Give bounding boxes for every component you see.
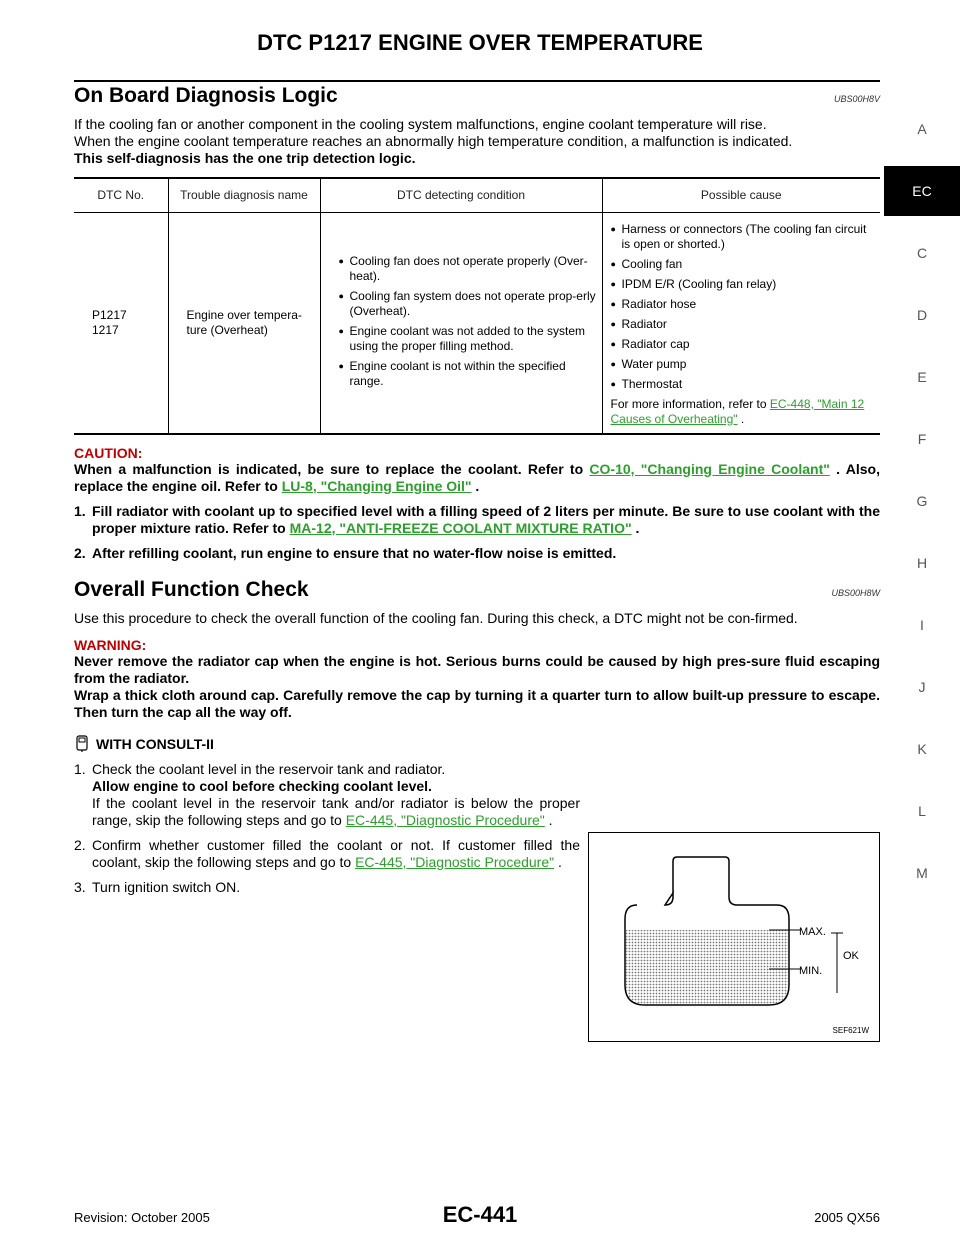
- warning-label: WARNING:: [74, 636, 147, 653]
- model-year: 2005 QX56: [814, 1210, 880, 1225]
- reservoir-tank-illustration: MAX. MIN. OK: [624, 856, 860, 1006]
- section-code: UBS00H8V: [833, 94, 880, 104]
- list-item: Thermostat: [611, 377, 877, 392]
- tab-j[interactable]: J: [918, 679, 926, 695]
- check-steps: 1. Check the coolant level in the reserv…: [74, 761, 580, 896]
- list-item: 3.Turn ignition switch ON.: [74, 878, 241, 895]
- table-row: P1217 1217 Engine over tempera-ture (Ove…: [74, 212, 880, 435]
- col-trouble-name: Trouble diagnosis name: [167, 177, 320, 213]
- link-lu-8[interactable]: LU-8, "Changing Engine Oil": [281, 477, 472, 494]
- list-item: 2.After refilling coolant, run engine to…: [74, 544, 617, 561]
- list-item: Radiator hose: [611, 297, 877, 312]
- list-item: Radiator cap: [611, 337, 877, 352]
- list-item: Water pump: [611, 357, 877, 372]
- list-item: 2.Confirm whether customer filled the co…: [74, 836, 580, 870]
- cell-name: Engine over tempera-ture (Overheat): [167, 212, 320, 435]
- consult-heading: WITH CONSULT-II: [74, 734, 880, 753]
- more-info: For more information, refer to EC-448, "…: [610, 396, 865, 426]
- page-number: EC-441: [442, 1202, 518, 1227]
- tab-g[interactable]: G: [916, 493, 928, 509]
- caution-label: CAUTION:: [74, 444, 143, 461]
- paragraph: Use this procedure to check the overall …: [74, 609, 798, 626]
- list-item: Cooling fan: [611, 257, 877, 272]
- list-item: IPDM E/R (Cooling fan relay): [611, 277, 877, 292]
- link-ma-12[interactable]: MA-12, "ANTI-FREEZE COOLANT MIXTURE RATI…: [289, 519, 632, 536]
- dtc-code-alt: 1217: [92, 322, 119, 337]
- ok-label: OK: [843, 950, 860, 962]
- col-detecting-condition: DTC detecting condition: [319, 177, 602, 213]
- list-item: Engine coolant was not added to the syst…: [339, 324, 598, 354]
- paragraph: If the cooling fan or another component …: [74, 116, 767, 132]
- table-header-row: DTC No. Trouble diagnosis name DTC detec…: [74, 177, 880, 213]
- paragraph-bold: This self-diagnosis has the one trip det…: [74, 150, 416, 166]
- cell-causes: Harness or connectors (The cooling fan c…: [601, 212, 880, 435]
- section-code: UBS00H8W: [831, 587, 880, 598]
- title-rule: [74, 80, 880, 82]
- col-possible-cause: Possible cause: [601, 177, 880, 213]
- list-item: Radiator: [611, 317, 877, 332]
- consult-tool-icon: [76, 734, 88, 752]
- main-content: On Board Diagnosis Logic UBS00H8V If the…: [74, 84, 880, 896]
- list-item: Cooling fan does not operate properly (O…: [339, 254, 598, 284]
- link-co-10[interactable]: CO-10, "Changing Engine Coolant": [589, 460, 830, 477]
- page-title: DTC P1217 ENGINE OVER TEMPERATURE: [257, 30, 703, 55]
- max-label: MAX.: [799, 926, 826, 938]
- tab-e[interactable]: E: [917, 369, 927, 385]
- section-tabs: A EC C D E F G H I J K L M: [884, 98, 960, 904]
- link-ec-445[interactable]: EC-445, "Diagnostic Procedure": [355, 853, 555, 870]
- tab-c[interactable]: C: [916, 245, 928, 261]
- warning-text: Never remove the radiator cap when the e…: [74, 652, 880, 686]
- min-label: MIN.: [799, 965, 822, 977]
- tab-l[interactable]: L: [918, 803, 926, 819]
- tab-i[interactable]: I: [920, 617, 924, 633]
- dtc-code: P1217: [92, 307, 127, 322]
- cell-conditions: Cooling fan does not operate properly (O…: [319, 212, 602, 435]
- list-item: 1. Check the coolant level in the reserv…: [74, 760, 580, 828]
- tab-m[interactable]: M: [916, 865, 928, 881]
- list-item: Harness or connectors (The cooling fan c…: [611, 222, 877, 252]
- list-item: Engine coolant is not within the specifi…: [339, 359, 598, 389]
- tab-ec[interactable]: EC: [884, 166, 960, 216]
- list-item: 1.Fill radiator with coolant up to speci…: [74, 502, 880, 536]
- reservoir-tank-diagram: MAX. MIN. OK SEF621W: [588, 832, 880, 1042]
- section-heading-diagnosis-logic: On Board Diagnosis Logic UBS00H8V: [74, 84, 880, 108]
- dtc-table: DTC No. Trouble diagnosis name DTC detec…: [74, 177, 880, 435]
- col-dtc-no: DTC No.: [74, 177, 168, 213]
- tab-f[interactable]: F: [917, 431, 927, 447]
- cell-dtc-no: P1217 1217: [74, 212, 168, 435]
- tab-d[interactable]: D: [916, 307, 928, 323]
- heading-text: Overall Function Check: [74, 577, 309, 601]
- paragraph: When the engine coolant temperature reac…: [74, 133, 793, 149]
- link-ec-445[interactable]: EC-445, "Diagnostic Procedure": [345, 811, 545, 828]
- tab-a[interactable]: A: [917, 121, 927, 137]
- caution-text: When a malfunction is indicated, be sure…: [74, 460, 880, 494]
- tab-h[interactable]: H: [916, 555, 928, 571]
- section-heading-function-check: Overall Function Check UBS00H8W: [74, 578, 880, 602]
- warning-text: Wrap a thick cloth around cap. Carefully…: [74, 686, 880, 720]
- caution-steps: 1.Fill radiator with coolant up to speci…: [74, 503, 880, 562]
- heading-text: On Board Diagnosis Logic: [74, 84, 338, 107]
- figure-id: SEF621W: [832, 1026, 869, 1035]
- revision-date: Revision: October 2005: [74, 1210, 210, 1225]
- list-item: Cooling fan system does not operate prop…: [339, 289, 598, 319]
- link-ec-448[interactable]: EC-448, "Main 12 Causes of Overheating": [610, 396, 865, 426]
- tab-k[interactable]: K: [917, 741, 927, 757]
